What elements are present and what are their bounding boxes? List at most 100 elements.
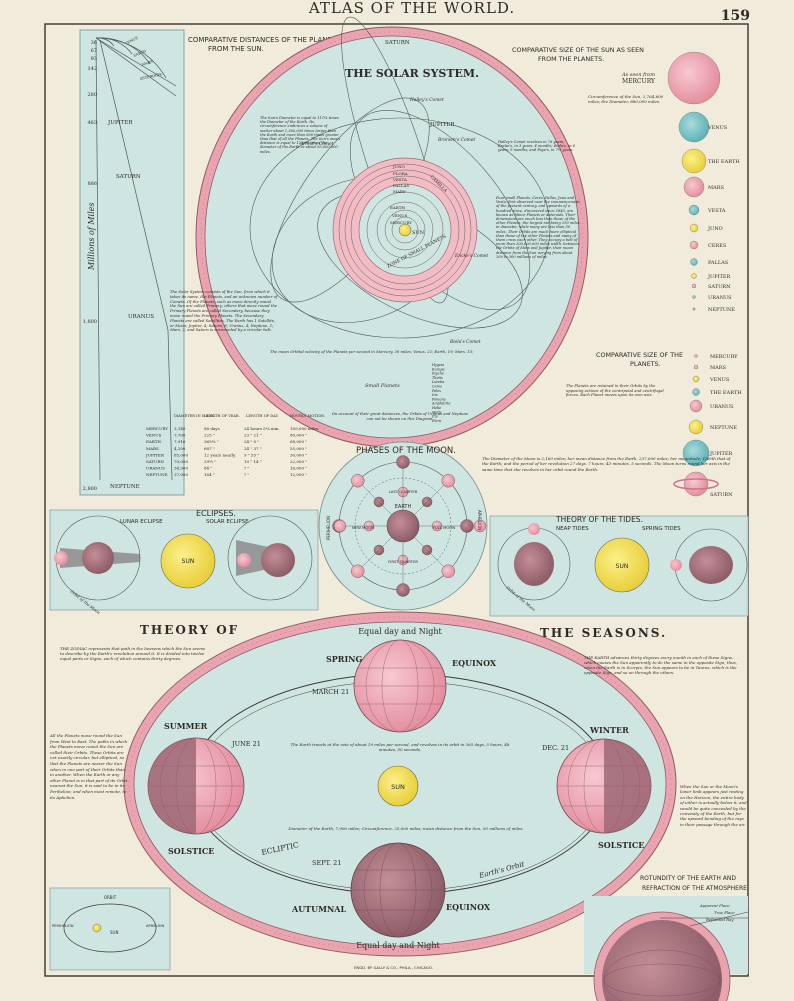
planet-sizes-subheading: PLANETS. [630,360,661,368]
winter-globe [556,738,652,834]
table-cell: 10 " 14 " [244,459,262,464]
earth-diameter-note: Diameter of the Earth, 7,900 miles; Circ… [288,826,524,831]
perihelion-label: PERIHELION [326,516,331,540]
planet-size-label: URANUS [710,404,734,410]
eclipse-sun-label: SUN [182,558,195,565]
march-label: MARCH 21 [312,688,349,696]
note-comet-periods: Halley's Comet revolves in 76 years; Enc… [498,140,576,153]
small-planet-name: Pomona [431,397,446,401]
comet-label: Arrest's Comet [299,142,334,147]
table-cell: 24 " 37 " [244,446,262,451]
table-cell: 687 " [204,446,215,451]
planet-sizes-heading: COMPARATIVE SIZE OF THE [596,351,683,359]
planet-size-label: THE EARTH [710,390,742,396]
note-orbital-velocity: The mean Orbital velocity of the Planets… [270,349,474,354]
distance-planet-label: JUPITER [107,120,133,126]
table-cell: 109,000 miles [290,426,319,431]
moon-extra [473,519,487,533]
moon-phase-outer [396,583,410,597]
equal-day-top: Equal day and Night [358,627,442,636]
lunar-eclipse-label: LUNAR ECLIPSE [120,519,163,525]
table-cell: 30,000 " [290,452,307,457]
orbit-label: VESTA [392,177,407,182]
moon-phase-outer [441,474,455,488]
sun-seen-label: SATURN [708,284,731,290]
moon-note: The Diameter of the Moon is 2,160 miles;… [482,456,731,472]
neap-tides-label: NEAP TIDES [556,526,589,532]
seasons-title-right: THE SEASONS. [540,626,667,640]
table-cell: ? " [244,472,249,477]
table-header: LENGTH OF DAY. [246,414,279,418]
sun-seen-disc [690,258,698,266]
small-planet-name: Pales [431,389,441,393]
table-cell: MERCURY [146,426,168,431]
inset-perihelion-label: PERIHELION [52,924,74,928]
table-cell: URANUS [146,466,165,471]
table-cell: 4,200 [174,446,186,451]
moon-phase-outer [351,564,365,578]
spring-moon [670,559,682,571]
comet-label: Brorsen's Comet [437,138,475,143]
lunar-earth [82,542,114,574]
table-cell: 12 years nearly [204,452,236,457]
planet-size-disc [688,419,704,435]
small-planet-name: Lutetia [431,380,444,384]
table-cell: 7,700 [174,433,186,438]
sun-as-seen-panel: COMPARATIVE SIZE OF THE SUN AS SEEN FROM… [512,46,740,313]
distance-planet-label: SATURN [116,174,141,180]
sun-seen-disc [689,240,699,250]
sun-seen-disc [691,283,697,289]
aphelion-label: APHELION [477,510,482,530]
inset-sun-label: SUN [110,930,118,935]
moon-phase-outer [460,519,474,533]
table-cell: SATURN [146,459,164,464]
orbit-inset: ORBIT PERIHELION SUN APHELION [49,887,171,971]
spring-earth [689,546,733,584]
distance-tick-label: 67 [91,48,97,54]
solar-system: THE SOLAR SYSTEM. SATURNJUPITERJUNOFLORA… [170,16,589,448]
table-cell: 70,000 [174,459,188,464]
sun-seen-disc [689,223,699,233]
table-cell: 225 " [204,433,215,438]
small-planets-label: Small Planets [365,383,400,389]
lunar-moon [54,551,68,565]
sun-circumference-note: Circumference of the Sun, 2,764,600 mile… [588,94,664,104]
seasons-panel: THEORY OF THE SEASONS. SUN Equal day and… [50,611,747,957]
table-cell: 3,140 [174,426,186,431]
distance-planet-label: EARTH [133,49,147,58]
sun-seen-heading: COMPARATIVE SIZE OF THE SUN AS SEEN [512,46,644,54]
planet-size-label: SATURN [710,492,733,498]
table-cell: 22,000 " [290,459,307,464]
table-cell: 80,000 " [290,433,307,438]
solar-earth [261,543,295,577]
orbit-label: FLORA [393,171,408,176]
tides-sun [594,537,650,593]
note-sun-diameter: The Sun's Diameter is equal to 111¼ time… [260,116,340,154]
eclipses-panel: ECLIPSES. LUNAR ECLIPSE SOLAR ECLIPSE SU… [49,509,319,615]
apparent-place: Apparent Place [699,903,730,908]
dec-label: DEC. 21 [542,744,569,752]
planet-size-label: MARS [710,365,726,371]
comet-label: Encke's Comet [454,254,488,259]
orbit-label: VENUS [391,213,408,218]
distances-axis-label: Millions of Miles [87,202,96,271]
distance-tick-label: 142 [87,66,97,72]
distance-planet-label: NEPTUNE [110,484,140,490]
planet-size-disc [682,439,710,467]
refraction-subheading: REFRACTION OF THE ATMOSPHERE. [642,885,749,892]
sun-seen-disc [667,51,721,105]
distance-planet-label: VENUS [124,36,139,47]
table-cell: 24 " 0 " [244,439,259,444]
moon-phase-outer [441,564,455,578]
solar-system-title: THE SOLAR SYSTEM. [345,67,479,80]
planet-orbit-note: The Planets are retained in their Orbits… [566,384,664,398]
sun-seen-label: JUNO [707,226,723,232]
orbit-label: MARS [393,189,406,194]
planet-size-disc [683,471,709,497]
moon-phases-title: PHASES OF THE MOON. [356,446,456,456]
true-place: True Place [714,910,735,915]
autumn-equinox-label: EQUINOX [446,902,491,912]
